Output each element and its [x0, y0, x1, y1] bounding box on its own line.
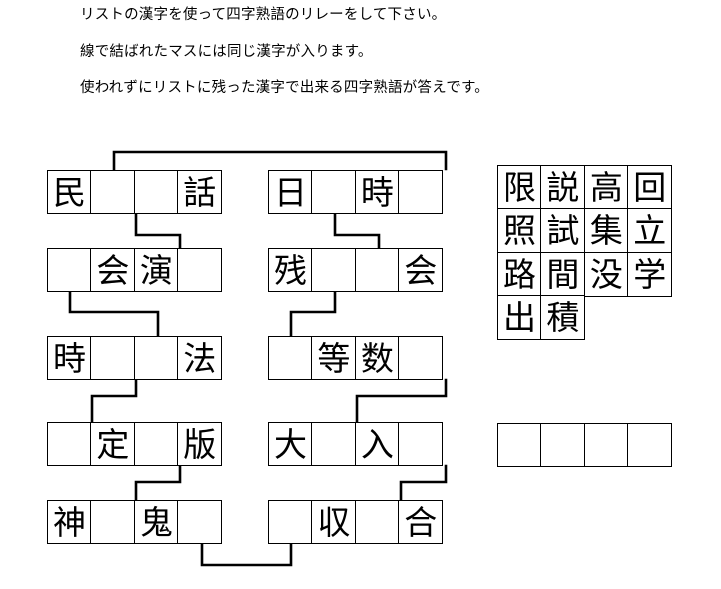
connector-bottom-bridge — [200, 542, 293, 567]
left-cell-r4c2[interactable]: 定 — [90, 422, 136, 466]
left-cell-r3c3[interactable] — [133, 336, 179, 380]
kanji-list-row-1: 限 説 高 回 — [497, 165, 673, 210]
left-cell-r2c2[interactable]: 会 — [90, 248, 136, 292]
kanji-list-cell-r4c1[interactable]: 出 — [497, 295, 542, 341]
kanji-list-row-2: 照 試 集 立 — [497, 208, 673, 254]
kanji-list-cell-r1c4[interactable]: 回 — [627, 165, 673, 210]
right-grid-row-3: 等 数 — [268, 336, 444, 380]
answer-cell-4[interactable] — [627, 423, 673, 467]
left-cell-r2c3[interactable]: 演 — [133, 248, 179, 292]
instruction-line-2: 線で結ばれたマスには同じ漢字が入ります。 — [80, 43, 373, 60]
right-cell-r2c2[interactable] — [311, 248, 357, 292]
kanji-list-cell-r1c2[interactable]: 説 — [540, 165, 586, 210]
answer-cell-1[interactable] — [497, 423, 542, 467]
kanji-list-cell-r1c1[interactable]: 限 — [497, 165, 542, 210]
instruction-line-3: 使われずにリストに残った漢字で出来る四字熟語が答えです。 — [80, 80, 489, 96]
left-cell-r3c2[interactable] — [90, 336, 136, 380]
left-cell-r1c3[interactable] — [133, 170, 179, 214]
answer-cell-3[interactable] — [583, 423, 629, 467]
left-cell-r1c2[interactable] — [90, 170, 136, 214]
right-grid-row-2: 残 会 — [268, 248, 444, 292]
connector-left-r4c3-r5c2 — [134, 464, 182, 502]
right-cell-r5c4[interactable]: 合 — [398, 500, 444, 544]
left-cell-r4c3[interactable] — [133, 422, 179, 466]
connector-left-r1c3-r2c4 — [134, 212, 182, 250]
connector-left-r2c1-r3c3 — [68, 290, 160, 338]
right-cell-r4c4[interactable] — [398, 422, 444, 466]
right-cell-r3c1[interactable] — [268, 336, 313, 380]
left-cell-r5c3[interactable]: 鬼 — [133, 500, 179, 544]
answer-cell-2[interactable] — [540, 423, 586, 467]
connector-top-bridge — [112, 150, 448, 171]
right-cell-r2c4[interactable]: 会 — [398, 248, 444, 292]
right-cell-r5c2[interactable]: 収 — [311, 500, 357, 544]
left-cell-r4c4[interactable]: 版 — [177, 422, 223, 466]
right-cell-r3c4[interactable] — [398, 336, 444, 380]
connector-right-r4c4-r5c3 — [399, 464, 448, 502]
left-cell-r1c4[interactable]: 話 — [177, 170, 223, 214]
kanji-list-cell-r4c2[interactable]: 積 — [540, 295, 586, 341]
right-cell-r5c1[interactable] — [268, 500, 313, 544]
kanji-list-cell-r2c1[interactable]: 照 — [497, 208, 542, 254]
connector-left-r3c2-r4c1 — [90, 378, 138, 424]
kanji-list-row-4: 出 積 — [497, 295, 586, 341]
right-cell-r2c3[interactable] — [354, 248, 400, 292]
left-cell-r5c1[interactable]: 神 — [47, 500, 92, 544]
kanji-list-cell-r3c1[interactable]: 路 — [497, 251, 542, 297]
left-grid-row-2: 会 演 — [47, 248, 223, 292]
connector-right-r1c2-r2c3 — [333, 212, 381, 250]
right-cell-r4c2[interactable] — [311, 422, 357, 466]
left-grid-row-1: 民 話 — [47, 170, 223, 214]
kanji-list-cell-r2c3[interactable]: 集 — [583, 208, 629, 254]
connector-right-r3c4-r4c2 — [355, 378, 448, 424]
right-cell-r1c4[interactable] — [398, 170, 444, 214]
right-cell-r4c3[interactable]: 入 — [354, 422, 400, 466]
kanji-list-cell-r2c4[interactable]: 立 — [627, 208, 673, 254]
instructions-block: リストの漢字を使って四字熟語のリレーをして下さい。 線で結ばれたマスには同じ漢字… — [80, 8, 680, 118]
kanji-list-cell-r3c2[interactable]: 間 — [540, 251, 586, 297]
left-cell-r2c1[interactable] — [47, 248, 92, 292]
right-cell-r1c1[interactable]: 日 — [268, 170, 313, 214]
left-cell-r1c1[interactable]: 民 — [47, 170, 92, 214]
answer-box — [497, 423, 673, 467]
right-cell-r1c2[interactable] — [311, 170, 357, 214]
kanji-list-row-3: 路 間 没 学 — [497, 251, 673, 297]
right-grid-row-4: 大 入 — [268, 422, 444, 466]
right-cell-r3c3[interactable]: 数 — [354, 336, 400, 380]
left-cell-r5c2[interactable] — [90, 500, 136, 544]
connector-right-r2c2-r3c1 — [289, 290, 337, 338]
left-grid-row-5: 神 鬼 — [47, 500, 223, 544]
left-cell-r3c4[interactable]: 法 — [177, 336, 223, 380]
kanji-list-cell-r1c3[interactable]: 高 — [583, 165, 629, 210]
left-cell-r2c4[interactable] — [177, 248, 223, 292]
right-cell-r3c2[interactable]: 等 — [311, 336, 357, 380]
right-cell-r4c1[interactable]: 大 — [268, 422, 313, 466]
left-grid-row-3: 時 法 — [47, 336, 223, 380]
left-grid-row-4: 定 版 — [47, 422, 223, 466]
left-cell-r3c1[interactable]: 時 — [47, 336, 92, 380]
right-cell-r5c3[interactable] — [354, 500, 400, 544]
right-cell-r1c3[interactable]: 時 — [354, 170, 400, 214]
right-cell-r2c1[interactable]: 残 — [268, 248, 313, 292]
left-cell-r5c4[interactable] — [177, 500, 223, 544]
kanji-list-cell-r3c4[interactable]: 学 — [627, 251, 673, 297]
instruction-line-1: リストの漢字を使って四字熟語のリレーをして下さい。 — [80, 7, 447, 23]
right-grid-row-5: 収 合 — [268, 500, 444, 544]
kanji-list-cell-r3c3[interactable]: 没 — [583, 251, 629, 297]
left-cell-r4c1[interactable] — [47, 422, 92, 466]
kanji-list-cell-r2c2[interactable]: 試 — [540, 208, 586, 254]
right-grid-row-1: 日 時 — [268, 170, 444, 214]
